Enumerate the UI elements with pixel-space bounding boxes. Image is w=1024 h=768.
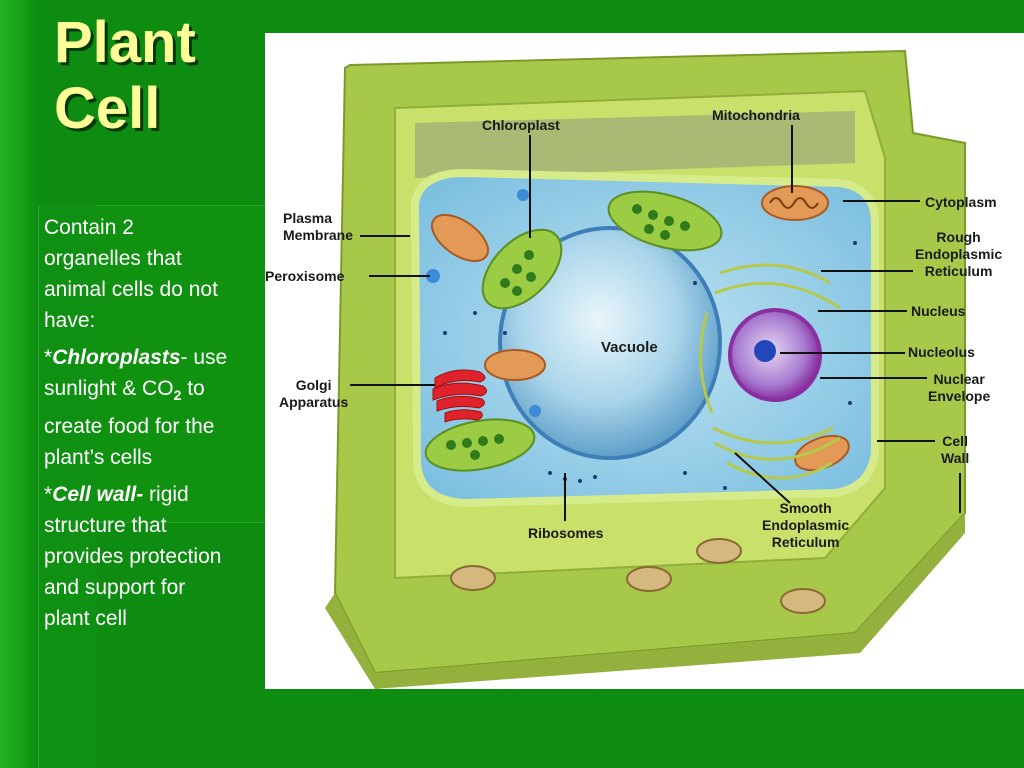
label-cell-wall-line-1: Cell [942,433,968,449]
label-ribosomes: Ribosomes [528,525,604,541]
plant-cell-illustration [325,49,966,689]
label-rough-er-line-3: Reticulum [924,263,993,279]
label-plasma-membrane-line-1: Plasma [283,210,333,226]
peroxisome [426,189,541,417]
label-nuclear-envelope-line-2: Envelope [928,388,991,404]
background-text-panel [96,205,266,523]
label-mitochondria: Mitochondria [712,107,800,123]
chloroplast [424,190,723,472]
slide-title: Plant Cell [54,10,196,142]
co2-subscript: 2 [173,387,182,404]
bullet-marker: * [44,483,53,507]
plasmodesmata [450,538,826,614]
label-smooth-er-line-1: Smooth [779,500,832,516]
bullet-marker: * [44,346,53,369]
golgi-apparatus [432,369,487,423]
intro-text: Contain 2 organelles that animal cells d… [44,216,218,332]
background-band-left [0,0,38,768]
term-separator: - [180,346,188,369]
label-nuclear-envelope-line-1: Nuclear [933,371,985,387]
label-rough-er: Rough Endoplasmic Reticulum [915,229,1002,280]
bullet-text: use sunlight & CO [44,346,228,400]
label-nucleus: Nucleus [911,303,966,319]
label-cytoplasm: Cytoplasm [925,194,997,210]
label-rough-er-line-2: Endoplasmic [915,246,1003,262]
mitochondria [431,185,850,472]
vacuole [498,226,722,460]
bullet-cell-wall: *Cell wall- rigid structure that provide… [44,479,234,634]
term-cell-wall: Cell wall- [52,483,144,507]
bullet-text-continued: to create food for the plant’s cells [44,377,215,470]
label-rough-er-line-1: Rough [936,229,981,245]
label-smooth-er-line-2: Endoplasmic [762,517,850,533]
term-chloroplasts: Chloroplasts [52,346,181,369]
endoplasmic-reticulum [699,263,841,480]
label-smooth-er-line-3: Reticulum [771,534,840,550]
label-cell-wall-line-2: Wall [941,450,970,466]
ribosomes [443,241,857,490]
label-peroxisome: Peroxisome [265,268,345,284]
label-cell-wall: Cell Wall [941,433,969,467]
label-smooth-er: Smooth Endoplasmic Reticulum [762,500,849,551]
plant-cell-diagram: Chloroplast Mitochondria Cytoplasm Rough… [265,33,1024,689]
nucleolus [754,340,776,362]
label-golgi-line-2: Apparatus [279,394,349,410]
nucleus [728,308,822,402]
bullet-chloroplasts: *Chloroplasts- use sunlight & CO2 to cre… [44,342,234,473]
leader-lines [350,125,961,521]
label-golgi-apparatus: Golgi Apparatus [279,377,348,411]
label-chloroplast: Chloroplast [482,117,560,133]
label-golgi-line-1: Golgi [295,377,332,393]
label-nuclear-envelope: Nuclear Envelope [928,371,990,405]
background-band-inner [38,205,97,768]
bullet-text: rigid structure that provides protection… [44,483,222,631]
label-plasma-membrane-line-2: Membrane [283,227,354,243]
title-line-2: Cell [54,76,161,141]
label-vacuole: Vacuole [601,339,658,356]
label-nucleolus: Nucleolus [908,344,975,360]
slide-body: Contain 2 organelles that animal cells d… [44,212,234,640]
label-plasma-membrane: Plasma Membrane [283,210,353,244]
title-line-1: Plant [54,10,196,75]
